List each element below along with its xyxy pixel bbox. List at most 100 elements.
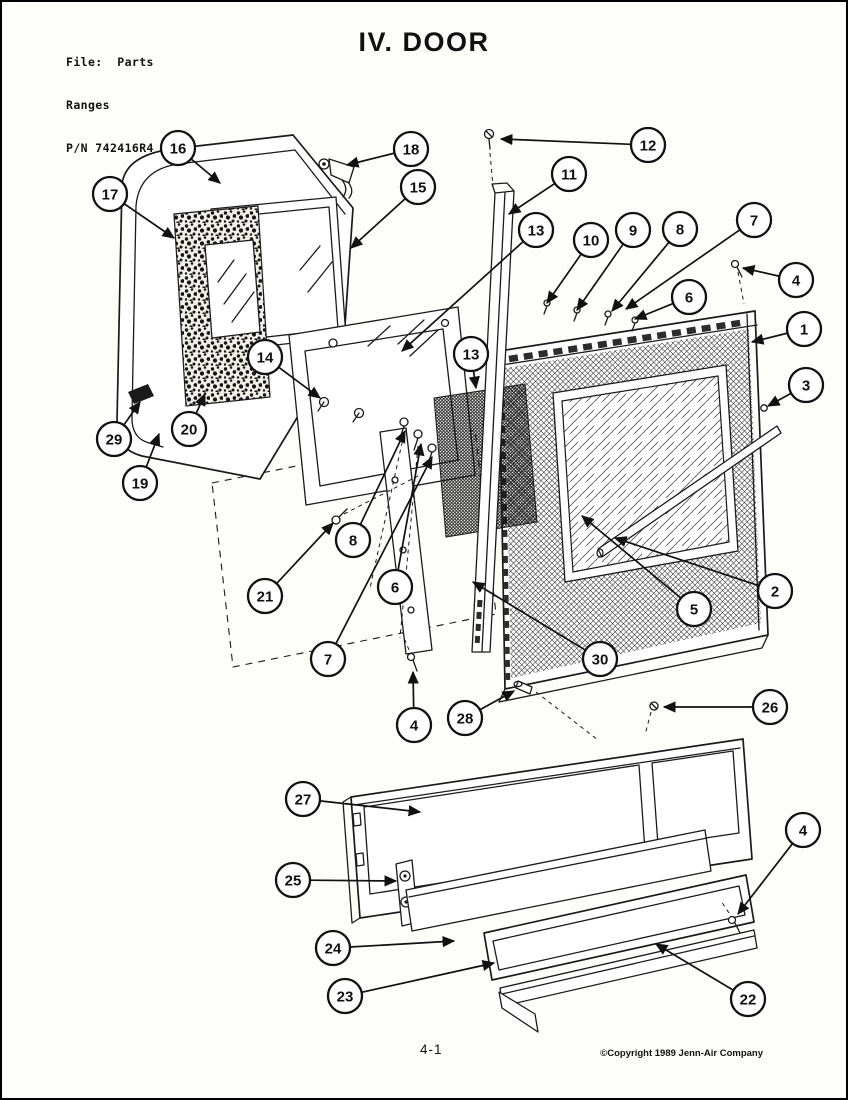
callout-26: 26 <box>662 688 789 726</box>
svg-text:7: 7 <box>324 652 332 669</box>
svg-text:11: 11 <box>561 167 577 184</box>
callout-19: 19 <box>121 432 161 502</box>
svg-text:21: 21 <box>257 589 274 606</box>
callout-6: 6 <box>376 442 425 606</box>
callout-leader-arrow <box>737 842 794 916</box>
svg-text:5: 5 <box>690 602 698 619</box>
callout-3: 3 <box>766 366 825 407</box>
callout-leader-arrow <box>401 240 524 352</box>
svg-text:7: 7 <box>750 213 758 230</box>
callout-leader-arrow <box>345 152 395 168</box>
callout-leader-arrow <box>624 229 741 310</box>
svg-text:23: 23 <box>337 989 354 1006</box>
callout-leader-arrow <box>319 800 422 817</box>
callout-1: 1 <box>750 310 823 348</box>
callout-14: 14 <box>246 338 322 399</box>
callout-4: 4 <box>737 811 822 916</box>
part-number: P/N 742416R4 <box>66 141 154 155</box>
svg-text:13: 13 <box>463 347 480 364</box>
svg-text:25: 25 <box>285 873 302 890</box>
svg-text:30: 30 <box>592 652 609 669</box>
callout-10: 10 <box>546 221 610 305</box>
callout-leader-arrow <box>309 875 398 887</box>
handle-trim-rod <box>596 425 782 558</box>
page-number: 4-1 <box>420 1042 443 1057</box>
bottom-trim <box>498 929 758 1033</box>
callout-leader-arrow <box>145 432 161 468</box>
callout-8: 8 <box>611 210 699 312</box>
svg-text:6: 6 <box>391 580 399 597</box>
callout-leader-arrow <box>741 265 780 278</box>
callout-21: 21 <box>246 522 334 615</box>
callout-7: 7 <box>309 455 433 678</box>
callout-13: 13 <box>452 335 490 390</box>
svg-text:4: 4 <box>792 273 801 290</box>
callout-17: 17 <box>91 175 176 239</box>
callout-13: 13 <box>401 211 555 352</box>
inner-door-liner <box>498 310 769 703</box>
callout-leader-arrow <box>499 133 632 146</box>
callout-leader-arrow <box>546 253 582 305</box>
callout-leader-arrow <box>278 366 322 399</box>
callout-4: 4 <box>395 670 433 744</box>
callout-5: 5 <box>581 515 713 628</box>
svg-text:8: 8 <box>676 222 684 239</box>
callout-22: 22 <box>654 943 767 1018</box>
callout-9: 9 <box>576 211 652 312</box>
callout-12: 12 <box>499 126 667 164</box>
svg-text:20: 20 <box>181 422 198 439</box>
lower-glass-strip <box>405 829 712 932</box>
svg-text:14: 14 <box>257 350 274 367</box>
file-label: File: Parts <box>66 54 154 69</box>
outer-door-panel <box>116 134 354 480</box>
svg-text:19: 19 <box>132 476 149 493</box>
callout-4: 4 <box>741 261 815 299</box>
callout-leader-arrow <box>350 197 407 249</box>
svg-text:15: 15 <box>410 180 427 197</box>
screw-top-right <box>730 259 745 305</box>
screw-bottom-right <box>720 900 741 934</box>
svg-text:1: 1 <box>800 322 808 339</box>
callout-28: 28 <box>446 690 516 737</box>
hinge-pin <box>513 680 599 741</box>
svg-text:27: 27 <box>295 792 312 809</box>
file-category: Ranges <box>66 97 110 112</box>
callout-leader-arrow <box>349 936 456 948</box>
svg-text:22: 22 <box>740 992 757 1009</box>
svg-text:26: 26 <box>762 700 779 717</box>
svg-text:4: 4 <box>799 823 808 840</box>
callout-leader-arrow <box>750 332 788 345</box>
callout-16: 16 <box>159 129 221 184</box>
svg-text:16: 16 <box>170 141 187 158</box>
svg-text:18: 18 <box>403 142 420 159</box>
callout-leader-arrow <box>195 392 206 414</box>
callout-leader-arrow <box>123 202 176 239</box>
callout-25: 25 <box>274 861 398 899</box>
svg-text:4: 4 <box>410 718 419 735</box>
callout-24: 24 <box>314 929 456 967</box>
callout-29: 29 <box>95 400 141 458</box>
callout-11: 11 <box>507 155 588 215</box>
screw-lower-left <box>404 639 418 672</box>
corner-bracket <box>128 384 154 404</box>
callout-leader-arrow <box>361 960 496 994</box>
callout-leader-arrow <box>397 442 425 571</box>
callout-23: 23 <box>326 960 496 1015</box>
screw-21 <box>331 475 419 525</box>
callout-leader-arrow <box>766 392 792 407</box>
callout-leader-arrow <box>654 943 734 992</box>
callout-leader-arrow <box>190 158 221 184</box>
screw-top-center <box>483 128 495 187</box>
svg-text:17: 17 <box>102 187 119 204</box>
callout-leader-arrow <box>468 370 480 390</box>
side-trim-strip <box>471 182 515 653</box>
callout-leader-arrow <box>123 400 141 426</box>
hinge-screws <box>543 299 639 332</box>
callout-15: 15 <box>350 168 437 249</box>
callout-leader-arrow <box>407 670 419 709</box>
svg-text:9: 9 <box>629 223 637 240</box>
callout-leader-arrow <box>611 241 670 312</box>
callout-leader-arrow <box>471 581 586 651</box>
